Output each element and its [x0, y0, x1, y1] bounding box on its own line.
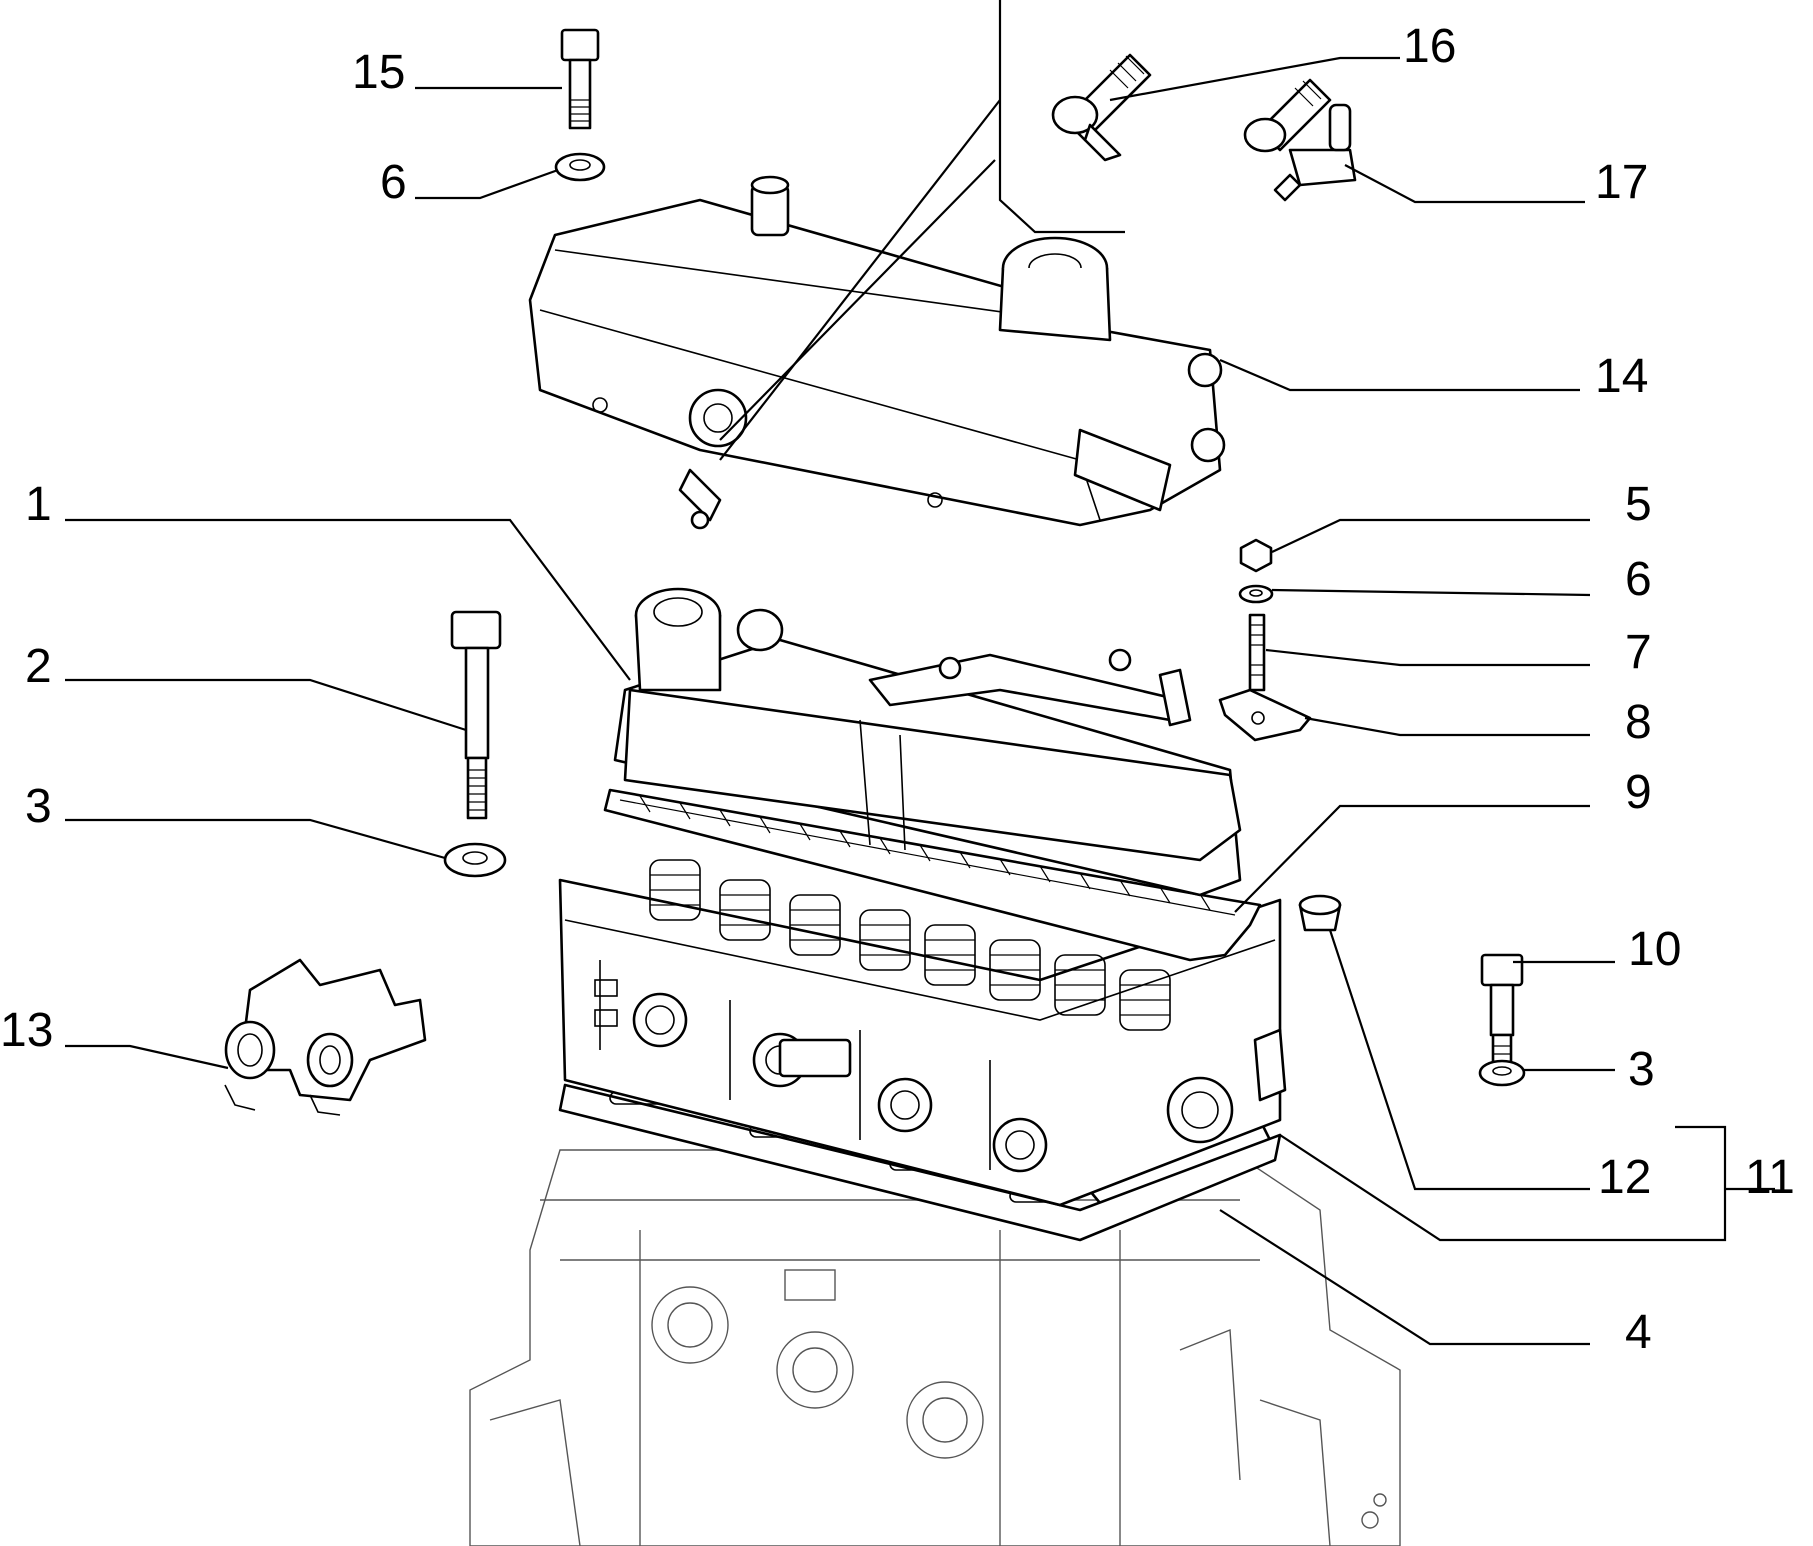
nut-part-5 [1239, 538, 1273, 573]
callout-8: 8 [1625, 696, 1652, 749]
callout-1: 1 [25, 478, 52, 531]
leader-6-right [1271, 588, 1591, 597]
callout-3-left: 3 [25, 780, 52, 833]
callout-11: 11 [1745, 1151, 1795, 1204]
callout-10: 10 [1628, 923, 1681, 976]
leader-7 [1265, 648, 1590, 667]
callout-2: 2 [25, 640, 52, 693]
washer-part-6-right [1238, 584, 1274, 604]
callout-5: 5 [1625, 478, 1652, 531]
leader-12 [1328, 929, 1590, 1191]
leader-6-top [415, 168, 559, 200]
callout-4: 4 [1625, 1306, 1652, 1359]
valve-springs [649, 859, 1171, 1031]
callout-17: 17 [1595, 156, 1648, 209]
callout-labels: 15 6 16 17 14 1 5 6 7 8 2 9 3 10 13 3 12… [0, 20, 1795, 1359]
washer-part-3-right [1478, 1059, 1526, 1087]
engine-block [469, 1149, 1401, 1546]
leader-top-diagonal-2 [719, 159, 996, 441]
leader-1 [65, 518, 631, 681]
callout-16: 16 [1403, 20, 1456, 73]
callout-15: 15 [352, 46, 405, 99]
leader-13 [65, 1044, 229, 1070]
leader-8 [1304, 716, 1590, 737]
callout-13: 13 [0, 1004, 53, 1057]
bolt-part-2 [450, 610, 502, 820]
callout-3-right: 3 [1628, 1043, 1655, 1096]
bolt-part-15 [560, 28, 600, 130]
washer-part-3-left [443, 842, 507, 878]
leader-2 [65, 678, 467, 732]
washer-part-6-top [554, 152, 606, 182]
leader-3-left [65, 818, 446, 860]
callout-9: 9 [1625, 766, 1652, 819]
elbow-fitting-part-16 [1051, 53, 1152, 162]
valve-cover-part-14 [528, 175, 1226, 530]
bracket-plate-part-8 [1218, 688, 1312, 742]
callout-6-top: 6 [380, 156, 407, 209]
leader-9 [1234, 804, 1590, 913]
leader-14 [1219, 358, 1580, 392]
callout-6-right: 6 [1625, 553, 1652, 606]
leader-16 [1109, 56, 1400, 102]
callout-14: 14 [1595, 350, 1648, 403]
plug-part-12 [1298, 894, 1342, 932]
rocker-cover-part-1 [613, 587, 1242, 897]
callout-12: 12 [1598, 1151, 1651, 1204]
stud-part-7 [1248, 613, 1266, 692]
clamp-bracket-part-13 [224, 958, 427, 1116]
tee-fitting-part-17 [1243, 78, 1357, 202]
cylinder-head-part-11 [558, 878, 1287, 1207]
leader-4 [1219, 1209, 1590, 1346]
cover-gasket-part-9 [603, 788, 1262, 962]
leader-17 [1344, 164, 1585, 204]
leader-5 [1271, 518, 1590, 553]
callout-7: 7 [1625, 626, 1652, 679]
leader-11-bracket [1279, 1125, 1727, 1242]
leader-top-diagonal-1 [719, 99, 1001, 461]
leader-lines [65, 0, 1775, 1346]
